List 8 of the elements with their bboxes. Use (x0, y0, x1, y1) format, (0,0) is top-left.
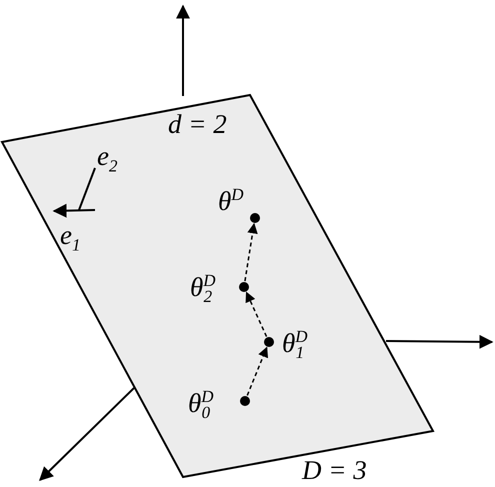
basis-vector-label: e$_{1}$ (60, 222, 80, 254)
arrow (246, 292, 268, 337)
arrow (244, 222, 258, 282)
basis-vector-label: e$_{2}$ (97, 143, 118, 174)
dimension-label: d = 2 (168, 111, 227, 138)
dimension-label: D = 3 (302, 457, 367, 484)
point-label: θ$^{D}$ (218, 186, 244, 215)
arrow (246, 346, 268, 396)
